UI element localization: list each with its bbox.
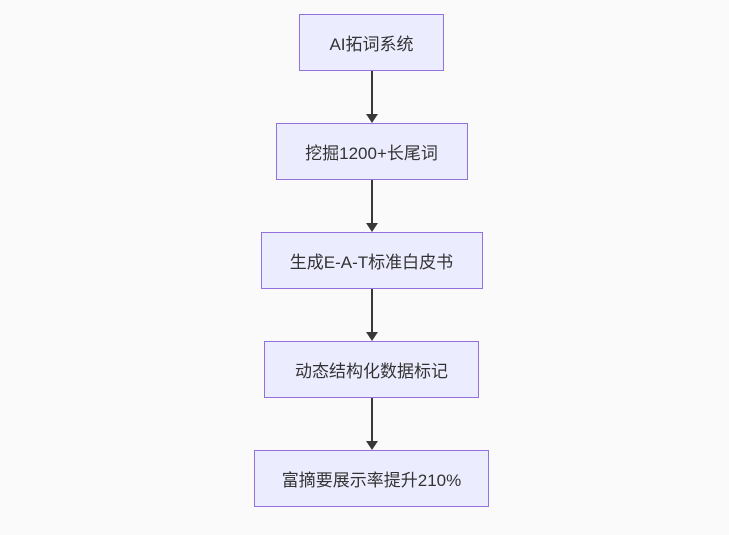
- arrow-down-icon: [365, 223, 378, 232]
- flow-node-eat-whitepaper: 生成E-A-T标准白皮书: [260, 232, 483, 289]
- flow-edge-4: [365, 398, 378, 450]
- flow-node-ai-keyword-system: AI拓词系统: [299, 14, 444, 71]
- flow-edge-2: [365, 180, 378, 232]
- arrow-line: [370, 180, 373, 223]
- arrow-line: [370, 289, 373, 332]
- arrow-line: [370, 398, 373, 441]
- flow-node-longtail-mining: 挖掘1200+长尾词: [275, 123, 468, 180]
- arrow-down-icon: [365, 114, 378, 123]
- flow-node-label: AI拓词系统: [329, 35, 414, 54]
- flow-node-rich-snippet-rate: 富摘要展示率提升210%: [254, 450, 489, 507]
- flow-node-structured-data-markup: 动态结构化数据标记: [264, 341, 479, 398]
- arrow-down-icon: [365, 441, 378, 450]
- flow-edge-3: [365, 289, 378, 341]
- flow-node-label: 动态结构化数据标记: [295, 362, 448, 381]
- flowchart-column: AI拓词系统 挖掘1200+长尾词 生成E-A-T标准白皮书 动态结构化数据标记: [7, 14, 729, 507]
- flow-node-label: 挖掘1200+长尾词: [305, 144, 438, 163]
- arrow-line: [370, 71, 373, 114]
- arrow-down-icon: [365, 332, 378, 341]
- flow-node-label: 生成E-A-T标准白皮书: [289, 253, 454, 272]
- flow-edge-1: [365, 71, 378, 123]
- flow-node-label: 富摘要展示率提升210%: [281, 471, 462, 490]
